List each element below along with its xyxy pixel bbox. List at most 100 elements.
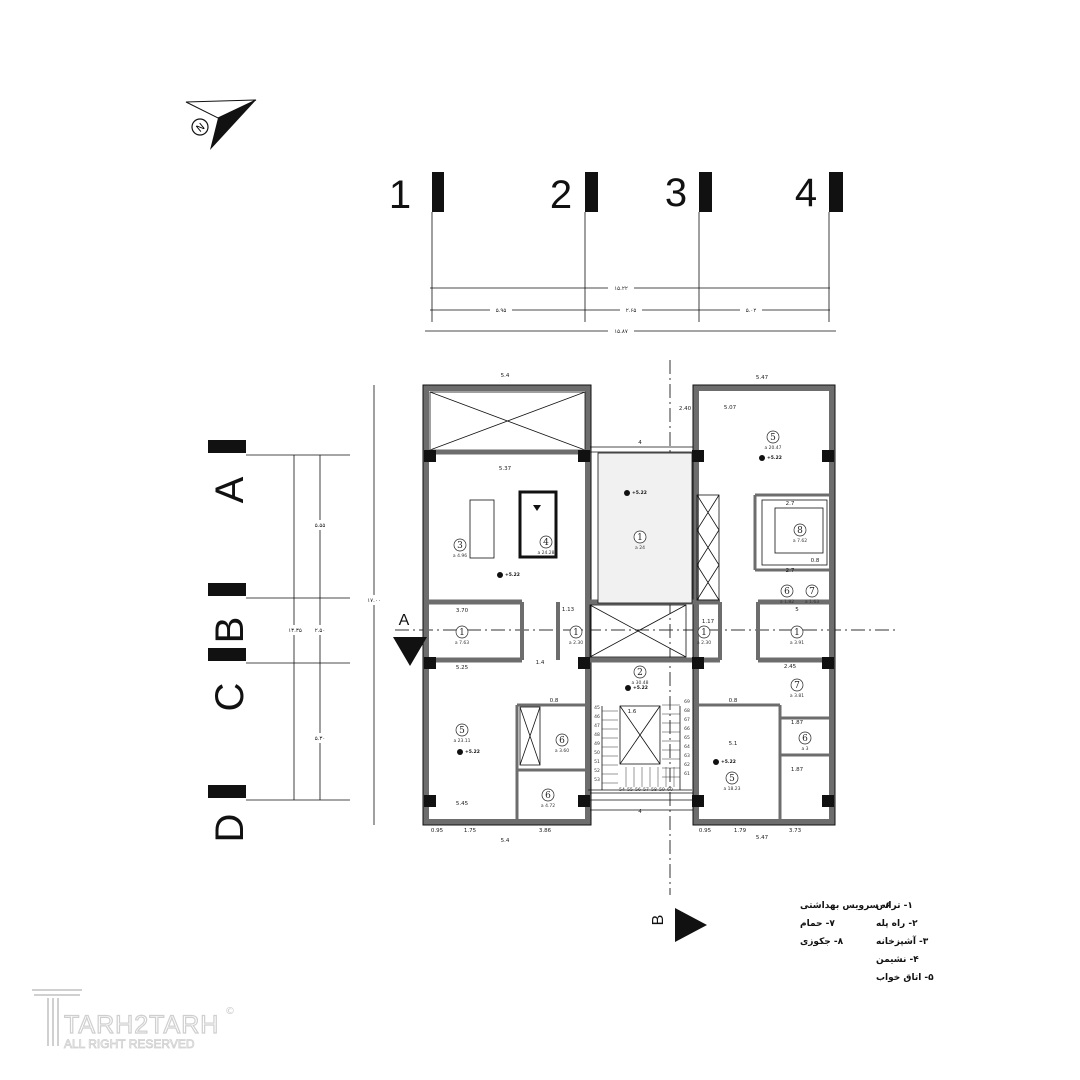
room-number-circle — [455, 723, 469, 737]
room-number: 7 — [809, 587, 815, 597]
section-arrow-icon — [675, 908, 707, 942]
room-label: 5a 18.23 — [723, 771, 741, 792]
section-arrow-icon — [393, 637, 427, 666]
dimension-text: 5.4 — [501, 838, 510, 844]
room-label: 1a 2.30 — [697, 625, 711, 646]
room-number-circle — [780, 584, 794, 598]
room-number: 8 — [797, 526, 803, 536]
room-number: 6 — [784, 587, 790, 597]
stair-number: 54 — [619, 787, 625, 793]
dimension-text: 5.47 — [756, 375, 769, 381]
room-area: a 7.62 — [793, 538, 807, 544]
grid-marker-bar — [432, 172, 444, 212]
room-number: 2 — [637, 668, 643, 678]
room-label: 8 a 7.62 — [793, 523, 807, 544]
dimension-text: 1.75 — [464, 828, 477, 834]
stair-number: 69 — [684, 699, 690, 705]
level-marker-icon — [759, 455, 765, 461]
watermark-tagline: ALL RIGHT RESERVED — [64, 1037, 195, 1051]
grid-column-label: 2 — [550, 173, 572, 217]
room-area: a 4.72 — [541, 803, 555, 809]
room-number-circle — [541, 788, 555, 802]
dimension-text: ۵.۵۵ — [315, 523, 326, 529]
dimension-text: 2.7 — [786, 568, 795, 574]
stair-number: 62 — [684, 762, 690, 768]
level-marker-icon — [624, 490, 630, 496]
dimension-text: 2.40 — [679, 406, 692, 412]
dimension-text: 1.87 — [791, 720, 804, 726]
stair-number: 46 — [594, 714, 600, 720]
stair-number: 67 — [684, 717, 690, 723]
row-grid: A B C D ۵.۵۵ ۲.۵۰ ۵.۳۰ ۱۳.۳۵ ۱۷.۰۰ — [208, 385, 384, 842]
room-number-circle — [798, 731, 812, 745]
level-tag: +5.22 — [624, 490, 647, 496]
dimension-text: 1.6 — [628, 709, 637, 715]
stair-number: 45 — [594, 705, 600, 711]
grid-marker-bar — [699, 172, 712, 212]
room-area: a 7.63 — [455, 640, 469, 646]
room-label: 1 a 7.63 — [455, 625, 469, 646]
room-label: 5 a 20.47 — [764, 430, 782, 451]
room-area: a 30.48 — [631, 680, 648, 686]
stair-number: 52 — [594, 768, 600, 774]
room-number: 4 — [543, 538, 549, 548]
room-label: 1a 3.91 — [790, 625, 804, 646]
dimension-text: 4 — [638, 809, 642, 815]
dimension-text: 5.1 — [729, 741, 738, 747]
watermark-logo: TARH2TARH ALL RIGHT RESERVED © — [32, 989, 235, 1051]
dimension-text: 0.95 — [699, 828, 712, 834]
grid-marker-bar — [829, 172, 843, 212]
room-number: 1 — [459, 628, 465, 638]
room-label: 2 a 30.48 — [631, 665, 649, 686]
room-number-circle — [633, 665, 647, 679]
room-label: 1a 24 — [633, 530, 647, 551]
stair-number: 53 — [594, 777, 600, 783]
dimension-text: 0.8 — [550, 698, 559, 704]
dimension-text: 5.07 — [724, 405, 737, 411]
stair-number: 56 — [635, 787, 641, 793]
dimension-text: 5.45 — [456, 801, 469, 807]
dimension-text: ۵.۹۵ — [496, 308, 507, 314]
room-number: 3 — [457, 541, 463, 551]
room-number-circle — [790, 625, 804, 639]
room-label: 5a 23.11 — [453, 723, 471, 744]
room-number: 5 — [770, 433, 776, 443]
stair-number: 51 — [594, 759, 600, 765]
room-number-circle — [455, 625, 469, 639]
legend-item: ۷- حمام — [800, 919, 835, 929]
section-label: B — [650, 915, 667, 926]
stair-number: 55 — [627, 787, 633, 793]
room-number: 1 — [573, 628, 579, 638]
room-number-circle — [805, 584, 819, 598]
room-number-circle — [766, 430, 780, 444]
dimension-text: ۱۷.۰۰ — [367, 598, 381, 604]
level-tag: +5.22 — [625, 685, 648, 691]
legend-item: ۶- سرویس بهداشتی — [800, 901, 891, 911]
room-area: a 2.30 — [569, 640, 583, 646]
legend-item: ۴- نشیمن — [876, 955, 919, 965]
level-value: +5.22 — [632, 490, 647, 496]
room-number-circle — [725, 771, 739, 785]
room-label: 6a 3 — [798, 731, 812, 752]
room-label: 7a 1.63 — [805, 584, 819, 605]
room-area: a 20.47 — [764, 445, 781, 451]
room-number-circle — [569, 625, 583, 639]
level-tag: +5.22 — [759, 455, 782, 461]
level-value: +5.22 — [465, 749, 480, 755]
dimension-text: 3.73 — [789, 828, 802, 834]
room-area: a 24 — [635, 545, 645, 551]
level-value: +5.22 — [767, 455, 782, 461]
room-label: 1 a 2.30 — [569, 625, 583, 646]
room-number-circle — [539, 535, 553, 549]
room-label: 7a 3.81 — [790, 678, 804, 699]
stair-number: 58 — [651, 787, 657, 793]
room-area: a 2.30 — [697, 640, 711, 646]
room-number: 6 — [545, 791, 551, 801]
stair-number: 48 — [594, 732, 600, 738]
room-number: 5 — [459, 726, 465, 736]
room-label: 4a 24.28 — [537, 535, 555, 556]
stair-number: 57 — [643, 787, 649, 793]
room-number-circle — [790, 678, 804, 692]
stair-number: 66 — [684, 726, 690, 732]
